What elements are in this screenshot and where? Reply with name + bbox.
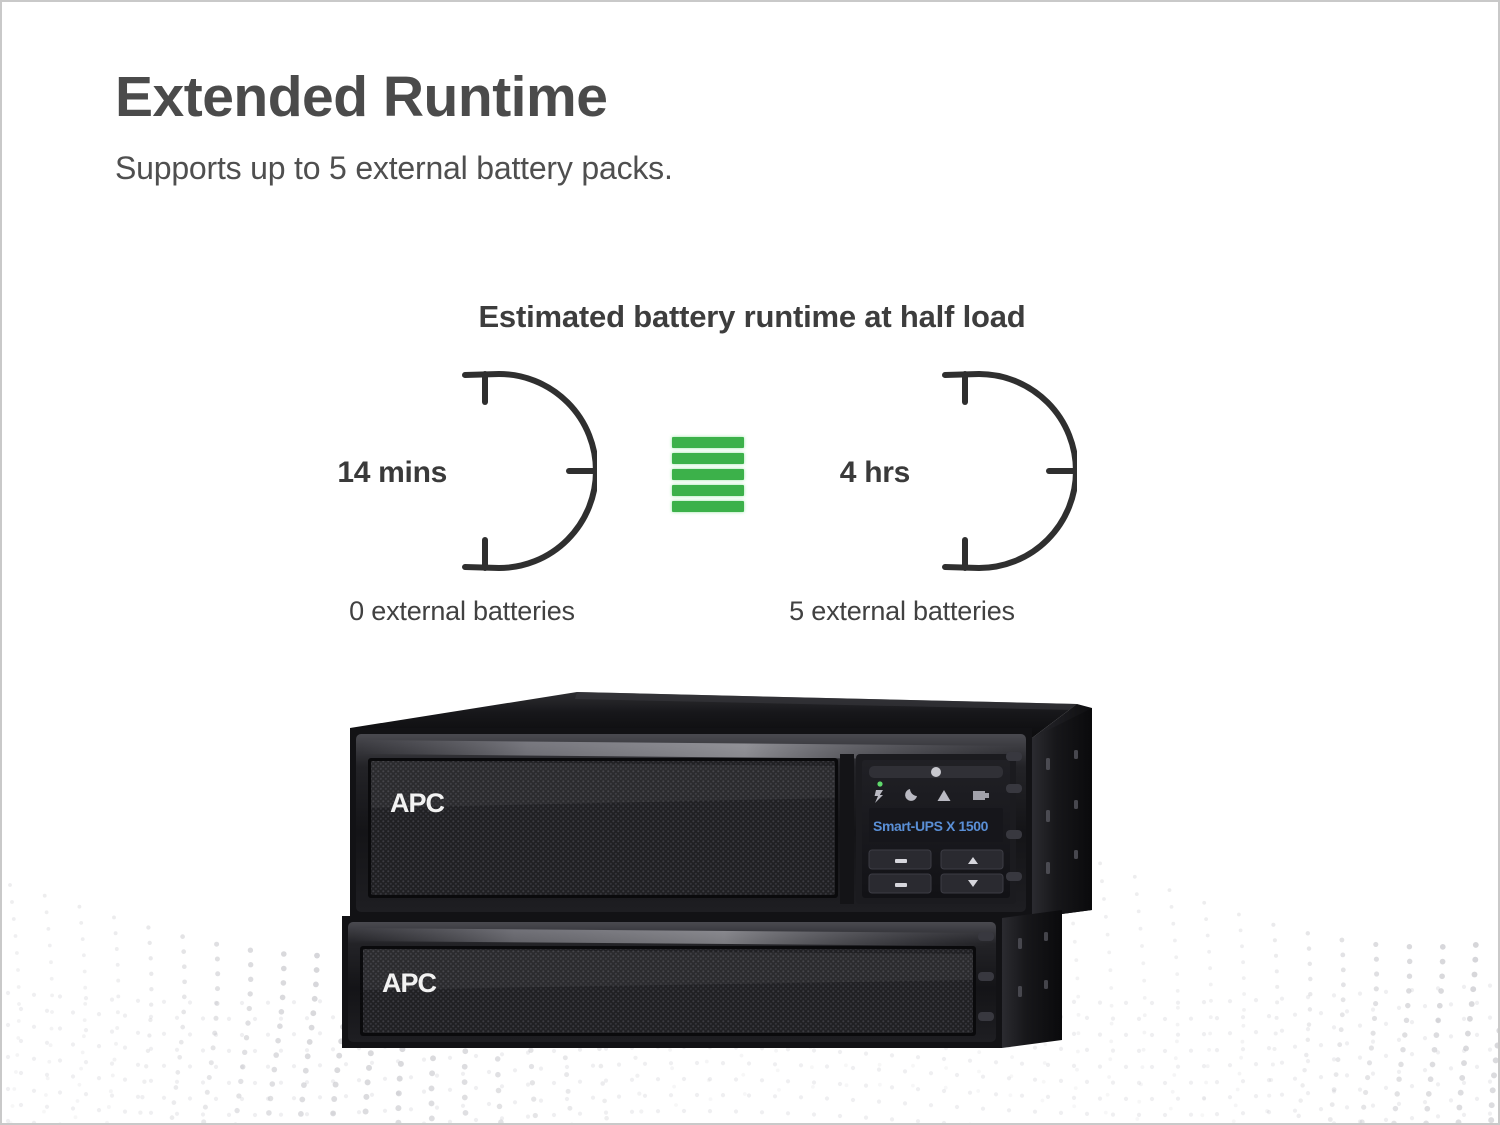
battery-bar xyxy=(672,437,744,448)
chart-heading: Estimated battery runtime at half load xyxy=(478,299,1026,334)
gauge-value-label: 14 mins xyxy=(337,456,447,489)
escape-button-icon xyxy=(895,859,907,863)
gauge-value-label: 4 hrs xyxy=(839,456,911,489)
battery-bar xyxy=(672,469,744,480)
gauge-row: 14 mins xyxy=(232,364,692,579)
apc-logo-lower: APC xyxy=(382,968,437,998)
lcd-button-grid xyxy=(868,849,1004,894)
apc-logo-upper: APC xyxy=(390,788,445,818)
half-circle-gauge-icon xyxy=(437,364,599,584)
page-subtitle: Supports up to 5 external battery packs. xyxy=(115,149,673,186)
half-circle-gauge-icon xyxy=(917,364,1079,584)
gauge-caption-label: 5 external batteries xyxy=(789,596,1015,626)
gauge-row: 4 hrs xyxy=(672,364,1132,579)
battery-bar xyxy=(672,501,744,512)
ups-upper-unit: APC xyxy=(350,692,1092,918)
status-led-row xyxy=(874,781,989,803)
arrow-up-icon xyxy=(968,857,978,864)
product-image-ups: APC xyxy=(332,680,1192,1050)
battery-bar xyxy=(672,453,744,464)
page-title: Extended Runtime xyxy=(115,65,608,129)
battery-pack-bars-icon xyxy=(672,437,744,512)
lcd-model-text: Smart-UPS X 1500 xyxy=(873,818,989,834)
enter-button-icon xyxy=(895,883,907,887)
header: Extended Runtime Supports up to 5 extern… xyxy=(115,65,1215,187)
gauge-caption-label: 0 external batteries xyxy=(349,596,575,626)
runtime-gauge-group: 14 mins 0 external batteries xyxy=(2,364,1498,654)
power-button-icon xyxy=(931,767,941,777)
rack-ear-upper xyxy=(1032,708,1092,918)
arrow-down-icon xyxy=(968,880,978,887)
rack-ear-lower xyxy=(1002,910,1062,1048)
battery-bar xyxy=(672,485,744,496)
ups-lower-unit: APC xyxy=(342,910,1062,1048)
runtime-gauge-5-batteries: 4 hrs 5 external batteries xyxy=(672,364,1132,654)
runtime-gauge-0-batteries: 14 mins 0 external batteries xyxy=(232,364,692,654)
